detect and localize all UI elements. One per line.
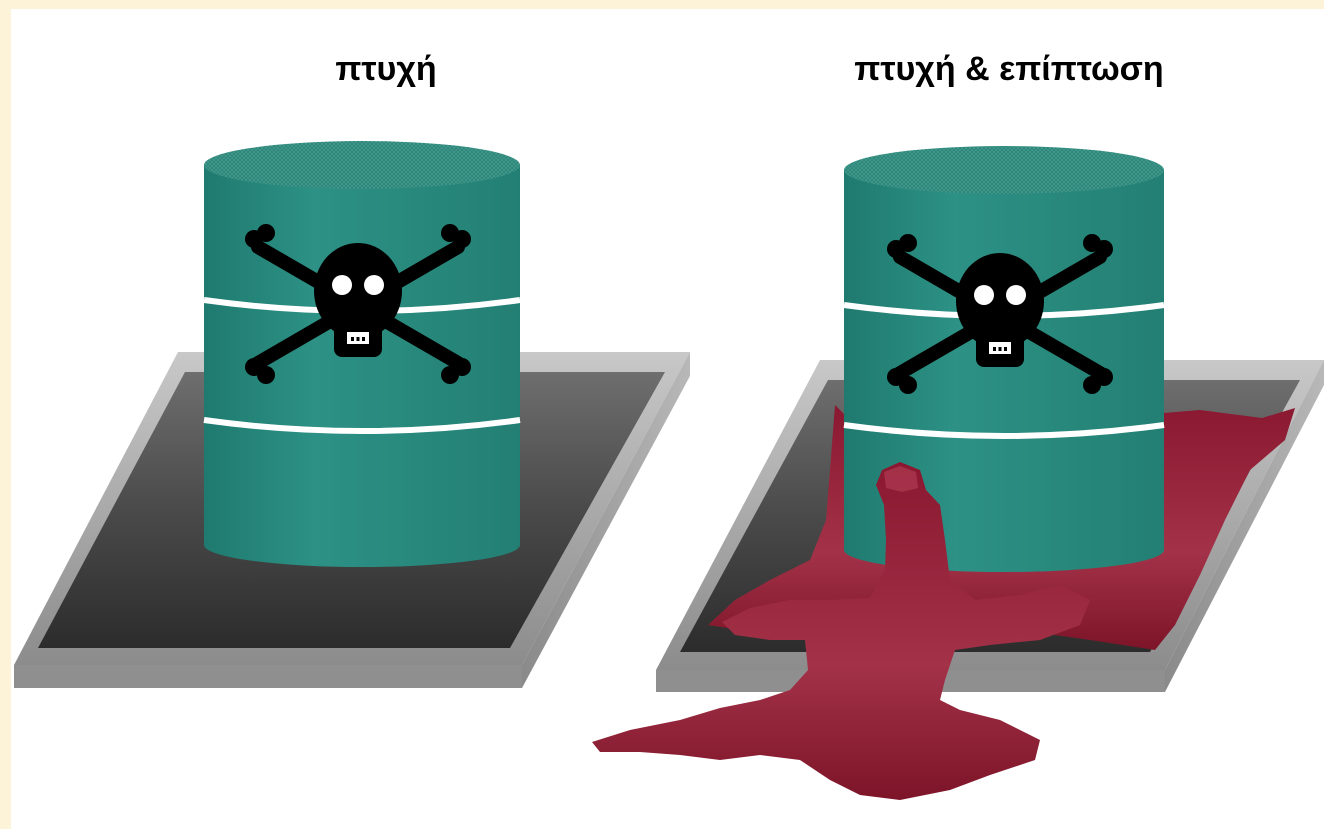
left-barrel <box>204 141 520 567</box>
